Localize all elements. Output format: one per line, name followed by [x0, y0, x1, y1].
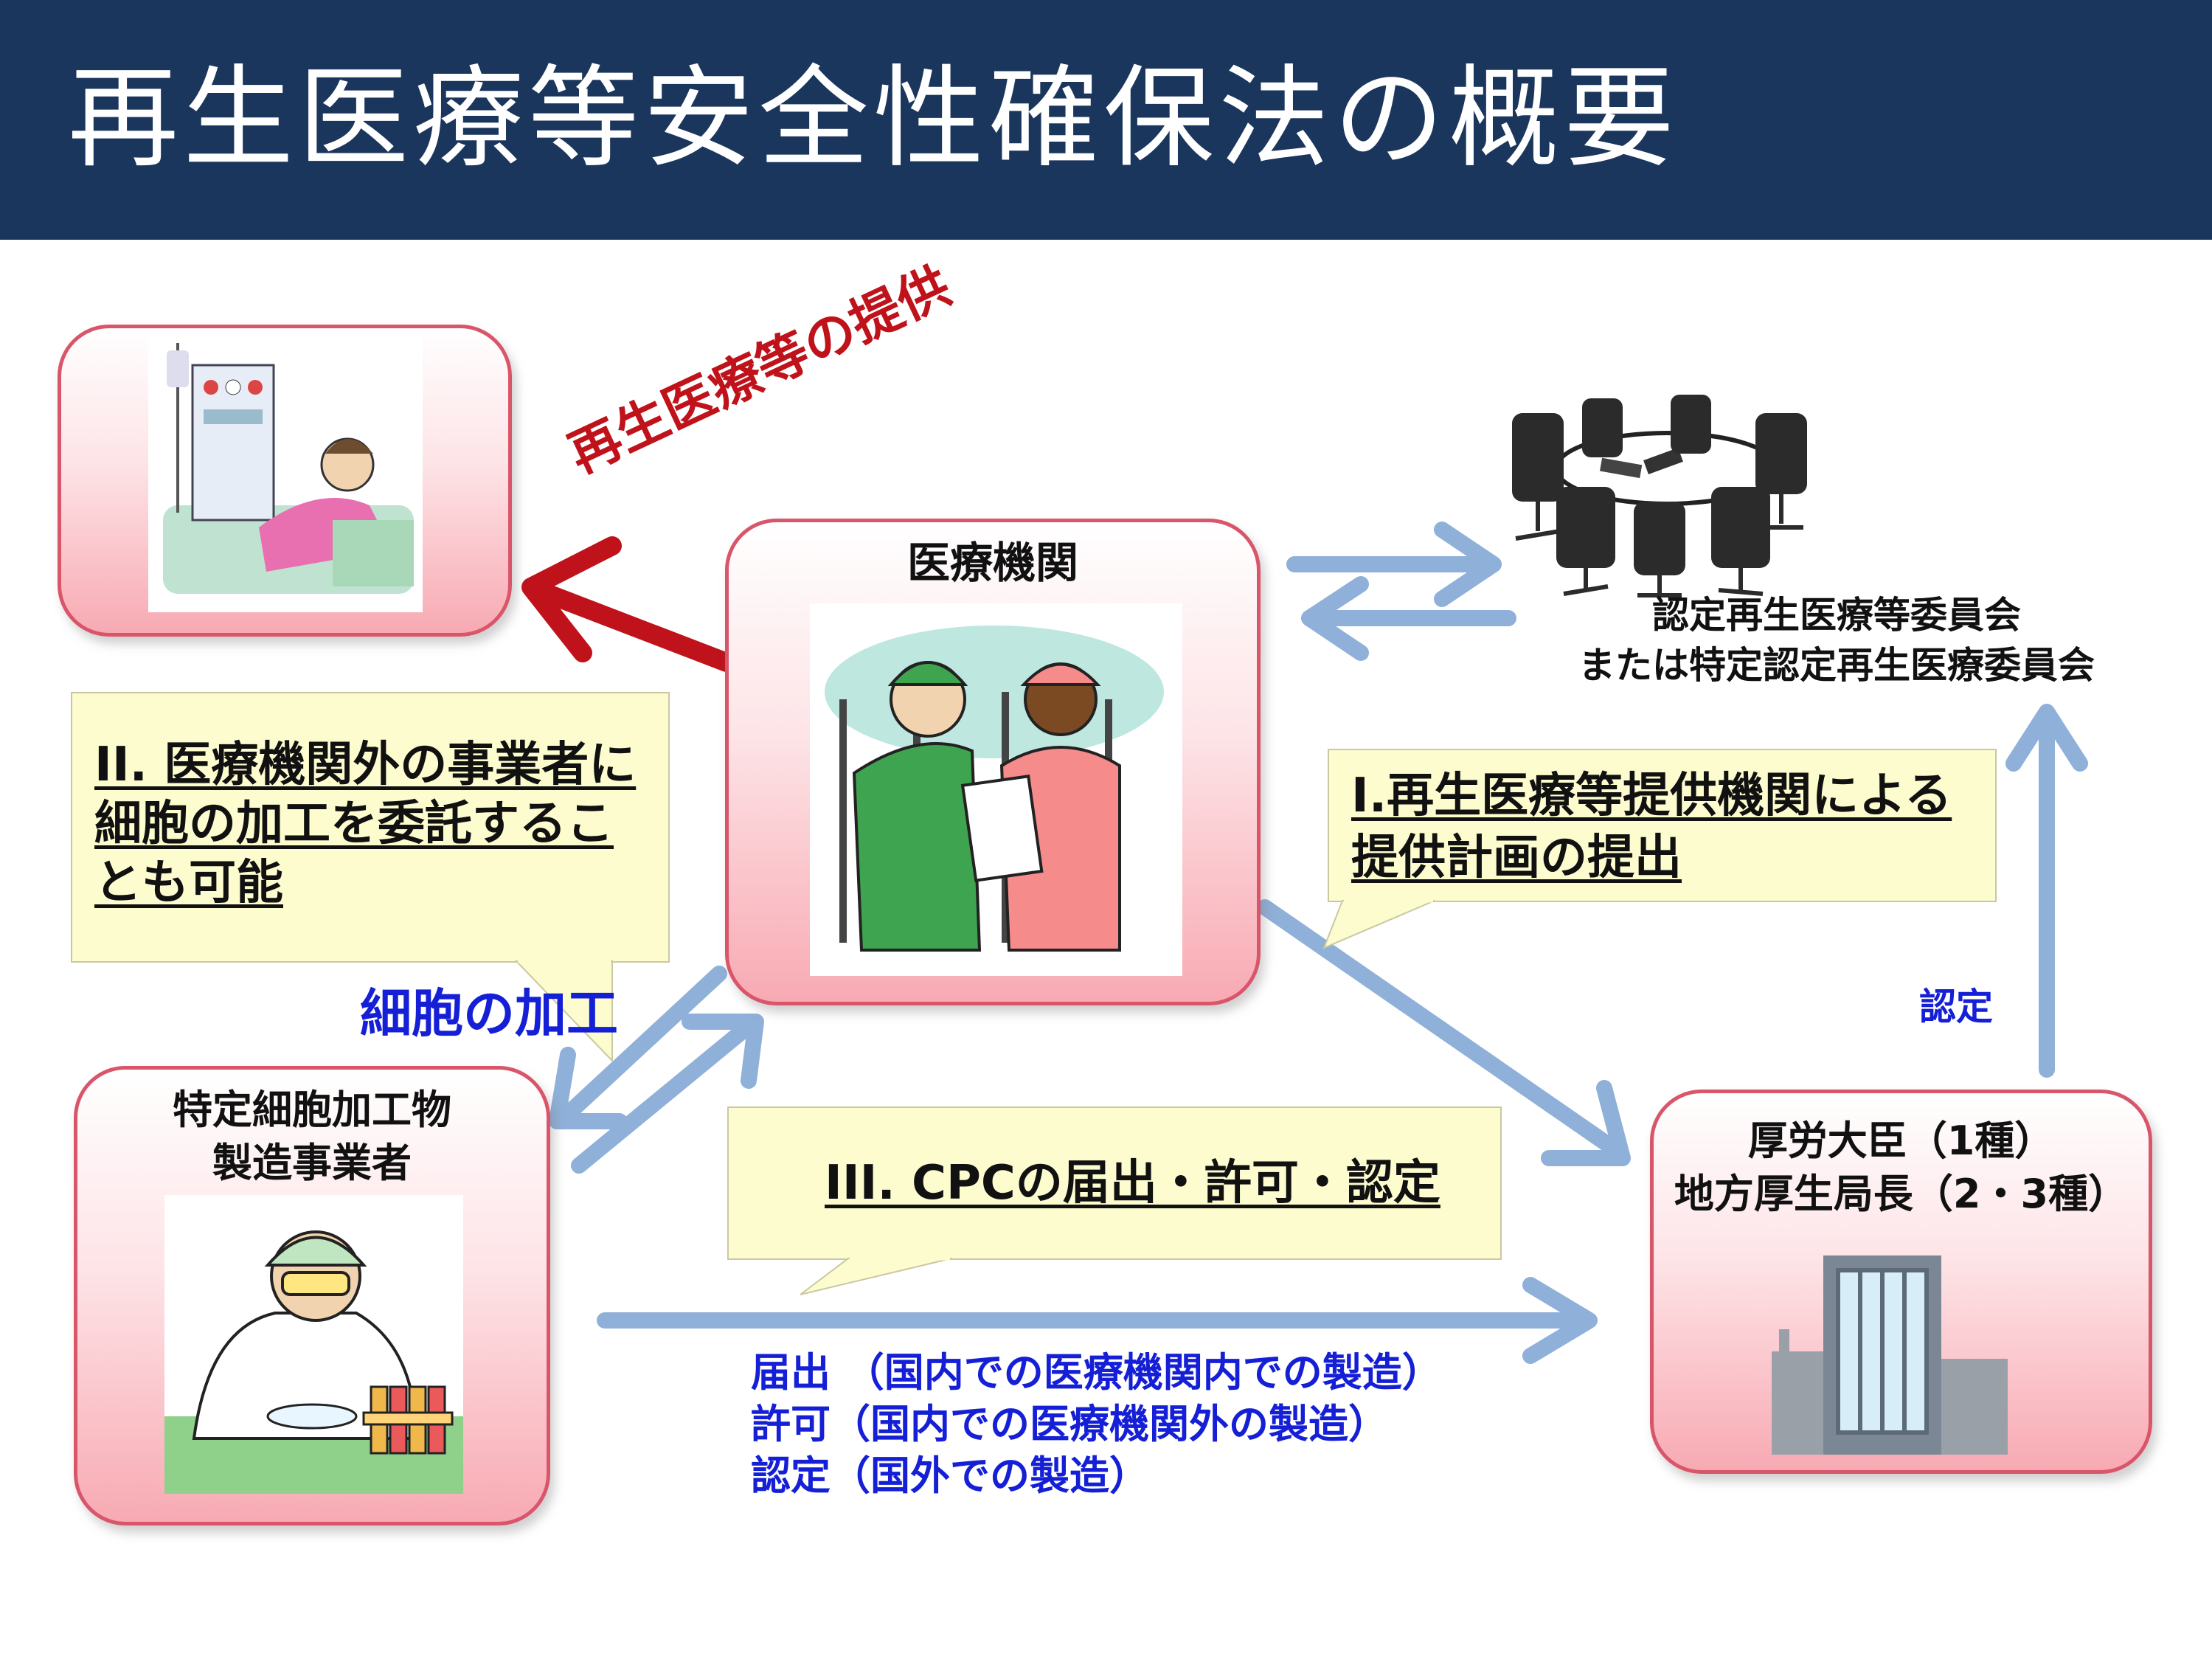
certification-label: 認定 — [1919, 986, 1993, 1028]
manufacturer-label-line2: 製造事業者 — [212, 1140, 412, 1186]
title-bar — [0, 0, 2212, 240]
certify-label: 認定（国外での製造） — [751, 1452, 1149, 1499]
ministry-box: 厚労大臣（1種） 地方厚生局長（2・3種） — [1650, 1090, 2152, 1474]
notify-label: 届出 （国内での医療機関内での製造） — [751, 1349, 1442, 1396]
note-outsourcing-line1: II. 医療機関外の事業者に — [94, 738, 637, 792]
doctors-icon — [825, 626, 1164, 952]
patient-box — [58, 325, 512, 637]
medical-staff-illustration — [810, 603, 1182, 976]
patient-bed-icon — [163, 343, 414, 594]
note-plan-submission: I.再生医療等提供機関による 提供計画の提出 — [1328, 749, 1997, 902]
ministry-label-line2: 地方厚生局長（2・3種） — [1674, 1171, 2129, 1217]
page-title: 再生医療等安全性確保法の概要 — [68, 55, 1679, 183]
manufacturer-box: 特定細胞加工物 製造事業者 — [74, 1066, 550, 1525]
conference-table-icon — [1512, 395, 1807, 598]
provision-arrow — [521, 536, 736, 672]
lab-worker-illustration — [164, 1195, 463, 1494]
committee-line1: 認定再生医療等委員会 — [1652, 594, 2021, 637]
note-outsourcing-line3: とも可能 — [94, 856, 283, 910]
medical-institution-label: 医療機関 — [906, 538, 1078, 588]
note-outsourcing: II. 医療機関外の事業者に 細胞の加工を委託するこ とも可能 — [71, 692, 670, 963]
note-cpc: III. CPCの届出・許可・認定 — [727, 1106, 1502, 1260]
lab-worker-icon — [164, 1230, 463, 1494]
ministry-label-line1: 厚労大臣（1種） — [1747, 1118, 2055, 1164]
note-plan-line1: I.再生医療等提供機関による — [1351, 769, 1952, 823]
cell-processing-arrows — [549, 966, 764, 1174]
note-outsourcing-line2: 細胞の加工を委託するこ — [94, 797, 614, 851]
patient-illustration — [148, 336, 423, 612]
committee-line2: または特定認定再生医療委員会 — [1578, 644, 2095, 687]
note-plan-line2: 提供計画の提出 — [1351, 831, 1682, 885]
government-building-icon — [1772, 1255, 2008, 1455]
permit-label: 許可（国内での医療機関外の製造） — [751, 1401, 1388, 1447]
medical-institution-box: 医療機関 — [725, 519, 1261, 1005]
certification-arrow — [2005, 704, 2088, 1078]
manufacturer-label-line1: 特定細胞加工物 — [173, 1087, 451, 1133]
note-cpc-text: III. CPCの届出・許可・認定 — [825, 1156, 1440, 1211]
cell-processing-label: 細胞の加工 — [360, 983, 618, 1044]
committee-exchange-arrows — [1286, 522, 1516, 661]
cpc-notification-arrow — [597, 1277, 1598, 1364]
